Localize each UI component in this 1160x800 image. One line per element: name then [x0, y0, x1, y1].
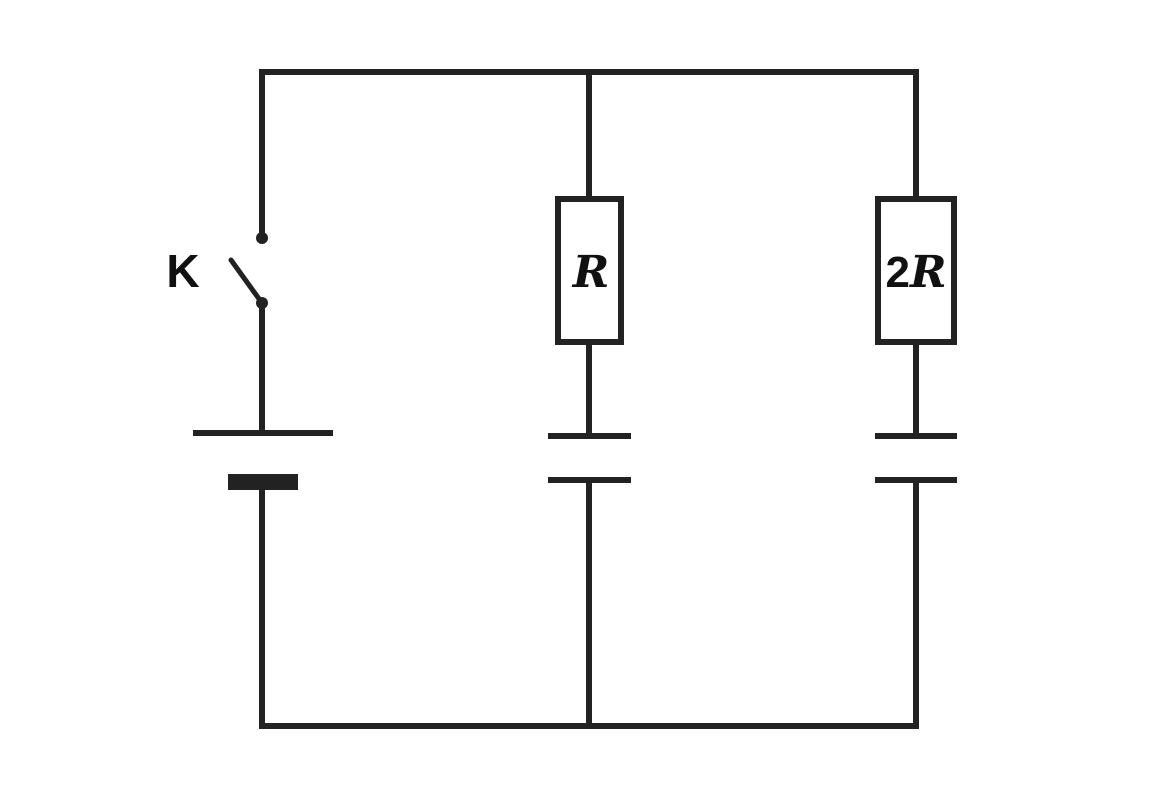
switch-k — [228, 232, 268, 309]
battery-switch-branch — [193, 69, 333, 729]
resistor-2r — [875, 196, 957, 345]
switch-contact-top — [256, 232, 268, 244]
middle-branch — [548, 69, 631, 729]
resistor-r-label: R — [571, 247, 610, 298]
switch-label: K — [166, 245, 199, 297]
resistor-2r-label: 2R — [885, 247, 946, 298]
switch-lever — [228, 257, 265, 306]
right-branch — [875, 69, 957, 729]
resistor-2r-symbol: R — [908, 247, 947, 298]
resistor-2r-coefficient: 2 — [885, 248, 909, 297]
capacitor-1 — [548, 433, 631, 483]
resistor-r — [555, 196, 624, 345]
battery-short-plate — [228, 474, 298, 490]
battery — [193, 430, 333, 490]
capacitor-2 — [875, 433, 957, 483]
